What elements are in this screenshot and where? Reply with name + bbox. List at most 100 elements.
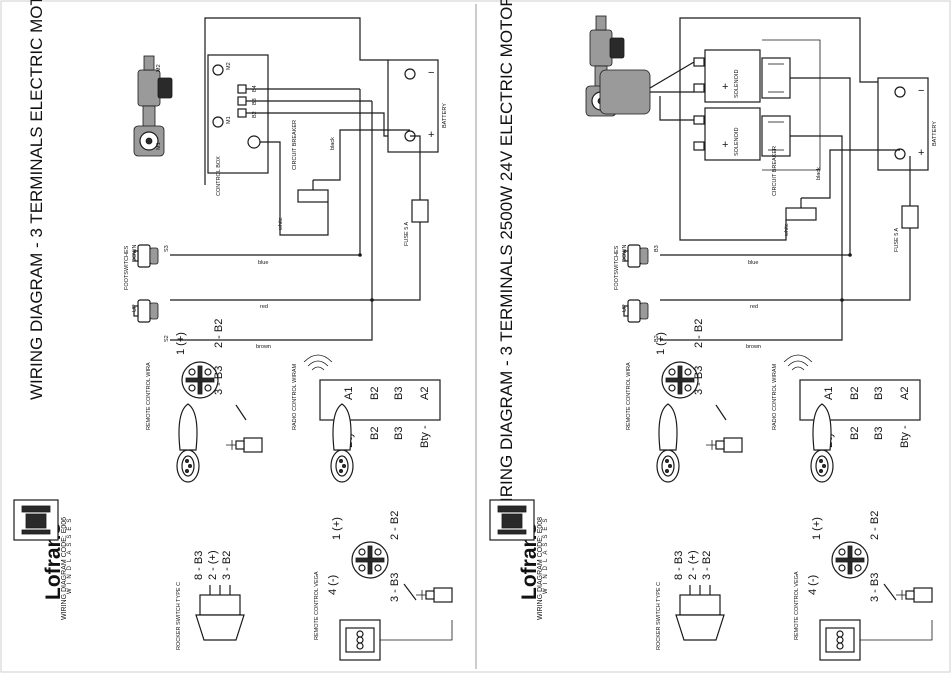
footswitches: FOOTSWITCHES DOWN UP B3 B2	[614, 244, 660, 342]
vega-keypad	[819, 619, 933, 661]
circuit-breaker: CIRCUIT BREAKER black white	[278, 120, 336, 231]
rocker-pin-8: 8 - B3	[193, 551, 205, 580]
remote-vega: 4 (-) 1 (+) 2 - B2 3 - B3 REMOTE CONTROL…	[794, 511, 933, 661]
logo-windlass-icon	[489, 499, 535, 541]
label-b2: B2	[654, 335, 660, 342]
radio-left-b2: B2	[849, 427, 861, 440]
wira-pin1: 1 (+)	[655, 332, 667, 355]
label-cb-m1: M1	[226, 116, 232, 124]
label-brown-wire: brown	[746, 344, 761, 350]
wira-pin3: 3 - B3	[693, 366, 705, 395]
rocker-pin-3: 3 - B2	[701, 551, 713, 580]
label-blue-wire: blue	[258, 260, 268, 266]
radio-wiram: A1 B2 B3 A2 Bty + B2 B3 Bty - RADIO CONT…	[292, 354, 441, 483]
vega-pin1: 1 (+)	[331, 517, 343, 540]
battery-label: BATTERY	[932, 121, 938, 146]
vega-keypad	[339, 619, 453, 661]
label-s3: S3	[164, 245, 170, 252]
label-footswitches: FOOTSWITCHES	[124, 245, 130, 290]
vega-pin2: 2 - B2	[389, 511, 401, 540]
logo-subtext: WINDLASSES	[67, 515, 73, 594]
radio-left-b3: B3	[393, 427, 405, 440]
label-solenoid2: SOLENOID	[734, 128, 740, 156]
label-fuse: FUSE 5 A	[894, 228, 900, 252]
label-circuit-breaker: CIRCUIT BREAKER	[292, 120, 298, 170]
control-box: CONTROL BOX M2 M1 B4 B3 B2	[204, 40, 269, 196]
battery: − + BATTERY	[387, 59, 448, 153]
windlass-motor-illustration	[133, 55, 173, 157]
panel-title: WIRING DIAGRAM - 3 TERMINALS ELECTRIC MO…	[27, 0, 46, 400]
diagram-code: WIRING DIAGRAM CODE: E006	[61, 517, 68, 620]
label-radio-wiram: RADIO CONTROL WIRAM	[292, 363, 298, 430]
panel-e006: WIRING DIAGRAM - 3 TERMINALS ELECTRIC MO…	[13, 0, 453, 661]
label-fuse: FUSE 5 A	[404, 222, 410, 246]
label-remote-wira: REMOTE CONTROL WIRA	[626, 362, 632, 430]
main-wiring: blue red brown	[170, 17, 421, 350]
radio-left-b3: B3	[873, 427, 885, 440]
radio-a2: A2	[419, 387, 431, 400]
label-radio-wiram: RADIO CONTROL WIRAM	[772, 363, 778, 430]
radio-b2: B2	[849, 387, 861, 400]
logo-subtext: WINDLASSES	[543, 515, 549, 594]
rocker-pin-2: 2 - (+)	[207, 550, 219, 580]
diagram-code: WIRING DIAGRAM CODE: E008	[537, 517, 544, 620]
vega-pin2: 2 - B2	[869, 511, 881, 540]
label-solenoid1: SOLENOID	[734, 70, 740, 98]
radio-b2: B2	[369, 387, 381, 400]
label-brown-wire: brown	[256, 344, 271, 350]
fuse: FUSE 5 A	[404, 199, 429, 246]
label-red-wire: red	[750, 304, 758, 310]
label-remote-vega: REMOTE CONTROL VEGA	[314, 571, 320, 640]
rocker-switch: 8 - B3 2 - (+) 3 - B2 ROCKER SWITCH TYPE…	[656, 550, 725, 650]
label-black-wire: black	[330, 137, 336, 150]
rocker-switch: 8 - B3 2 - (+) 3 - B2 ROCKER SWITCH TYPE…	[176, 550, 245, 650]
label-s2: S2	[164, 335, 170, 342]
footswitches: FOOTSWITCHES DOWN UP S3 S2	[124, 244, 170, 342]
label-b2: B2	[252, 111, 258, 118]
battery-plus-label: +	[428, 129, 434, 141]
radio-bty-minus: Bty -	[899, 425, 911, 448]
solenoid-pair: + + SOLENOID SOLENOID	[693, 49, 791, 161]
label-red-wire: red	[260, 304, 268, 310]
wira-pin2: 2 - B2	[693, 319, 705, 348]
label-rocker-switch: ROCKER SWITCH TYPE C	[176, 582, 182, 650]
fuse: FUSE 5 A	[894, 205, 919, 252]
label-down: DOWN	[622, 245, 628, 262]
label-remote-vega: REMOTE CONTROL VEGA	[794, 571, 800, 640]
radio-b3: B3	[393, 387, 405, 400]
vega-pin1: 1 (+)	[811, 517, 823, 540]
label-white-wire: white	[278, 217, 284, 231]
motor-housing	[599, 69, 651, 115]
label-m2: M2	[156, 64, 162, 72]
label-footswitches: FOOTSWITCHES	[614, 245, 620, 290]
label-b3: B3	[252, 98, 258, 105]
solenoid2-plus: +	[722, 139, 728, 151]
wira-pin1: 1 (+)	[175, 332, 187, 355]
rocker-pin-2: 2 - (+)	[687, 550, 699, 580]
main-wiring: blue red brown	[649, 17, 911, 350]
battery: − + BATTERY	[877, 77, 938, 171]
label-control-box: CONTROL BOX	[216, 156, 222, 196]
label-black-wire: black	[816, 167, 822, 180]
battery-minus-label: −	[918, 85, 924, 97]
label-m1: M1	[156, 142, 162, 150]
label-blue-wire: blue	[748, 260, 758, 266]
radio-a1: A1	[823, 387, 835, 400]
label-rocker-switch: ROCKER SWITCH TYPE C	[656, 582, 662, 650]
label-circuit-breaker: CIRCUIT BREAKER	[772, 146, 778, 196]
radio-a2: A2	[899, 387, 911, 400]
solenoid1-plus: +	[722, 81, 728, 93]
radio-b3: B3	[873, 387, 885, 400]
remote-wira: 1 (+) 3 - B3 2 - B2 REMOTE CONTROL WIRA	[626, 319, 743, 483]
rocker-pin-3: 3 - B2	[221, 551, 233, 580]
remote-wira: 1 (+) 3 - B3 2 - B2 REMOTE CONTROL WIRA	[146, 319, 263, 483]
battery-plus-label: +	[918, 147, 924, 159]
circuit-breaker: CIRCUIT BREAKER black white	[772, 146, 822, 237]
radio-left-b2: B2	[369, 427, 381, 440]
label-down: DOWN	[132, 245, 138, 262]
vega-pin4: 4 (-)	[327, 575, 339, 595]
panel-e008: WIRING DIAGRAM - 3 TERMINALS 2500W 24V E…	[489, 0, 938, 661]
label-remote-wira: REMOTE CONTROL WIRA	[146, 362, 152, 430]
